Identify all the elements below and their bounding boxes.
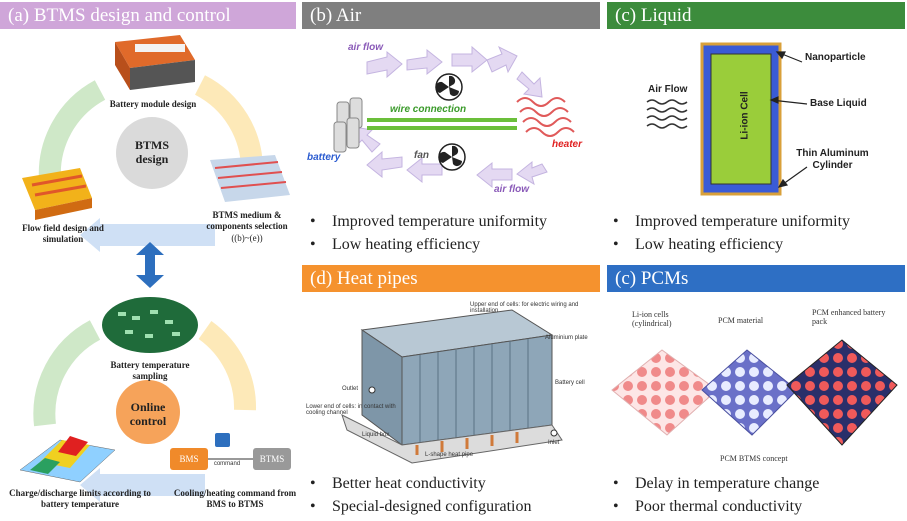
btms-design-circle [116,117,188,189]
panel-b-header: (b) Air [302,2,600,29]
btms-cycle-diagram [19,35,291,502]
panel-b-bullets: Improved temperature uniformity Low heat… [306,210,602,256]
liquid-box-label: Liquid box [362,432,390,438]
nanoparticle-label: Nanoparticle [805,52,866,63]
fan-label: fan [414,150,429,161]
btms-medium-label: BTMS medium & components selection [206,210,288,231]
panel-c-bullets: Improved temperature uniformity Low heat… [609,210,905,256]
li-ion-cells-label: Li-ion cells (cylindrical) [632,310,672,328]
battery-cells-icon [333,97,363,153]
heater-label: heater [552,139,583,150]
li-ion-cells-block [611,349,718,436]
air-flow-label: Air Flow [648,84,688,95]
battery-temp-label: Battery temperature sampling [110,360,190,381]
panel-e-title: (c) PCMs [615,268,689,289]
panel-e-bullet-2: Poor thermal conductivity [609,495,905,518]
heat-pipe-diagram [341,309,563,464]
pcm-concept-label: PCM BTMS concept [720,454,788,463]
panel-d-bullet-1: Better heat conductivity [306,472,602,495]
bms-btms-icon [170,433,291,470]
base-liquid-label: Base Liquid [810,98,867,109]
air-flow-top-label: air flow [348,42,384,53]
outlet-label: Outlet [342,386,359,392]
heat-pipe-label: L-shape heat pipe [425,452,474,458]
panel-b-bullet-1: Improved temperature uniformity [306,210,602,233]
pcm-material-label: PCM material [718,316,764,325]
circuit-board-icon [102,297,198,353]
panel-a-header: (a) BTMS design and control [0,2,296,29]
panel-b-title: (b) Air [310,5,362,26]
flow-field-icon [22,168,92,220]
cycle-arrow-green-bottom [33,320,101,427]
li-ion-cell-label: Li-ion Cell [739,91,751,140]
panel-d-title: (d) Heat pipes [310,268,418,289]
battery-cell-label: Battery cell [555,380,585,386]
charge-limit-chart-icon [19,436,116,483]
wire-connection-label: wire connection [390,104,467,115]
double-arrow-icon [136,242,164,288]
liquid-cooling-diagram [646,42,808,196]
charge-limits-label: Charge/discharge limits according to bat… [9,488,151,509]
online-control-label: Online control [129,400,167,428]
cylinder-label: Thin Aluminum Cylinder [796,148,869,171]
air-flow-waves-icon [646,99,688,129]
panel-e-bullet-1: Delay in temperature change [609,472,905,495]
panel-d-header: (d) Heat pipes [302,265,600,292]
panel-c-header: (c) Liquid [607,2,905,29]
liquid-cylinder [700,42,782,196]
fan-icon-top [435,73,463,101]
pcm-material-block [701,349,798,436]
battery-module-icon [115,35,195,90]
panel-c-bullet-2: Low heating efficiency [609,233,905,256]
btms-design-label: BTMS design [134,138,169,166]
panel-b-bullet-2: Low heating efficiency [306,233,602,256]
panel-d-bullets: Better heat conductivity Special-designe… [306,472,602,518]
pointer-lines [769,51,808,188]
air-cooling-diagram [333,45,575,189]
lower-end-label: Lower end of cells: in contact with cool… [306,404,396,416]
cooling-command-label: Cooling/heating command from BMS to BTMS [173,488,297,509]
panel-c-title: (c) Liquid [615,5,692,26]
flow-field-label: Flow field design and simulation [22,223,104,244]
pcm-pack-block [786,339,898,446]
command-label: command [213,461,241,467]
panel-a-title: (a) BTMS design and control [8,5,231,26]
heater-icon [516,97,575,137]
btms-medium-ref: ((b)~(e)) [231,233,263,243]
cycle-arrow-yellow-top [194,75,264,171]
panel-d-bullet-2: Special-designed configuration [306,495,602,518]
cycle-arrow-yellow-bottom [198,321,257,411]
inlet-label: Inlet [548,440,560,446]
panel-e-bullets: Delay in temperature change Poor thermal… [609,472,905,518]
battery-pack-block [341,309,563,464]
upper-end-label: Upper end of cells: for electric wiring … [470,302,579,314]
online-control-circle [116,380,180,444]
panel-e-header: (c) PCMs [607,265,905,292]
bms-label: BMS [179,454,199,464]
pcm-pack-label: PCM enhanced battery pack [812,308,886,326]
battery-label: battery [307,152,341,163]
panel-c-bullet-1: Improved temperature uniformity [609,210,905,233]
battery-module-label: Battery module design [109,99,197,109]
wire-connection-line [367,118,517,130]
btms-box-label: BTMS [259,454,285,464]
aluminium-label: Aluminium plate [545,335,588,341]
btms-components-icon [210,155,290,202]
cycle-arrow-green-top [38,80,106,181]
pcm-diagram [611,339,898,446]
fan-icon-bottom [438,143,466,171]
air-flow-bottom-label: air flow [494,184,530,195]
